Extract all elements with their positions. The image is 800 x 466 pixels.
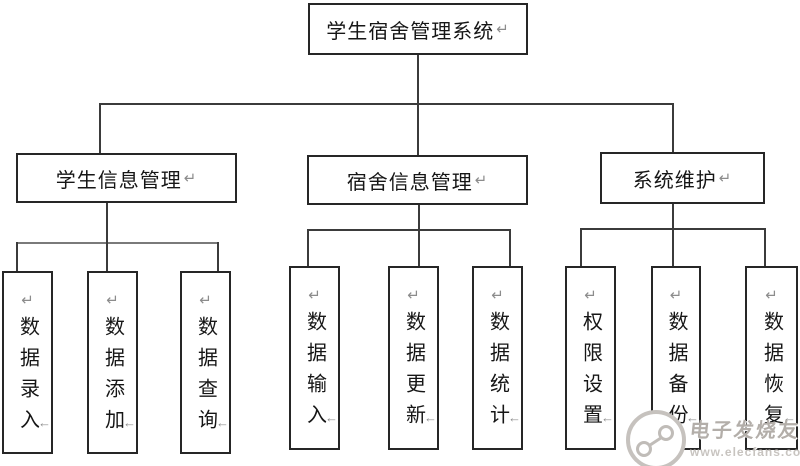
connector-root-vertical (417, 55, 419, 105)
node-label: 数据查询 (194, 316, 217, 440)
node-label: 系统维护 (632, 169, 717, 192)
node-root: 学生宿舍管理系统↵ (308, 3, 528, 55)
connector-branch2-horizontal (307, 229, 511, 231)
line-end-arrow-icon: ← (601, 410, 614, 425)
connector-drop-child8 (672, 228, 674, 266)
connector-branch3-vertical (672, 204, 674, 229)
line-end-arrow-icon: ← (123, 415, 136, 430)
node-label: 权限设置 (579, 311, 602, 435)
paragraph-mark-icon: ↵ (496, 21, 510, 38)
line-end-arrow-icon: ← (424, 410, 437, 425)
watermark-url: www.elecfans.com (690, 445, 800, 459)
node-label: 数据输入 (303, 311, 326, 435)
connector-drop-child1 (16, 242, 18, 272)
paragraph-mark-icon: ↵ (584, 287, 597, 304)
paragraph-mark-icon: ↵ (21, 292, 34, 309)
connector-drop-child6 (509, 229, 511, 266)
connector-drop-child9 (764, 228, 766, 266)
connector-drop-child4 (307, 229, 309, 266)
node-data-input: ↵ 数据输入 ← (289, 266, 340, 450)
connector-main-horizontal (99, 103, 674, 105)
connector-drop-child3 (217, 242, 219, 272)
elecfans-logo-icon (626, 410, 686, 466)
watermark-text: 电子发烧友 www.elecfans.com (688, 414, 800, 459)
line-end-arrow-icon: ← (686, 410, 699, 425)
node-permission-settings: ↵ 权限设置 ← (565, 266, 616, 450)
connector-drop-child5 (418, 229, 420, 266)
paragraph-mark-icon: ↵ (718, 170, 733, 187)
paragraph-mark-icon: ↵ (765, 287, 778, 304)
connector-drop-child2 (106, 242, 108, 272)
line-end-arrow-icon: ← (38, 415, 51, 430)
node-label: 学生宿舍管理系统 (326, 20, 495, 43)
paragraph-mark-icon: ↵ (106, 292, 119, 309)
paragraph-mark-icon: ↵ (669, 287, 683, 304)
node-data-add: ↵ 数据添加 ← (87, 271, 138, 454)
connector-drop-child7 (580, 228, 582, 266)
connector-drop-branch2 (417, 103, 419, 155)
node-label: 数据录入 (16, 316, 39, 440)
node-label: 宿舍信息管理 (346, 171, 473, 194)
paragraph-mark-icon: ↵ (308, 287, 321, 304)
node-label: 学生信息管理 (55, 169, 182, 192)
watermark-brand: 电子发烧友 (688, 420, 800, 442)
node-branch-student-info: 学生信息管理↵ (16, 153, 237, 203)
node-label: 数据更新 (402, 311, 425, 435)
logo-dot (636, 441, 652, 457)
connector-branch1-horizontal (16, 242, 219, 244)
line-end-arrow-icon: ← (508, 410, 521, 425)
node-branch-system-maintenance: 系统维护↵ (600, 152, 765, 204)
node-data-query: ↵ 数据查询 ← (180, 271, 231, 454)
node-data-statistics: ↵ 数据统计 ← (472, 266, 523, 450)
paragraph-mark-icon: ↵ (183, 170, 198, 187)
node-label: 数据备份 (665, 311, 687, 435)
connector-branch1-vertical (106, 203, 108, 243)
watermark: 电子发烧友 www.elecfans.com (626, 410, 800, 466)
paragraph-mark-icon: ↵ (407, 287, 420, 304)
node-data-entry: ↵ 数据录入 ← (2, 271, 53, 454)
node-label: 数据恢复 (760, 311, 783, 435)
line-end-arrow-icon: ← (325, 410, 338, 425)
connector-branch2-vertical (418, 205, 420, 231)
node-label: 数据统计 (486, 311, 509, 435)
line-end-arrow-icon: ← (783, 410, 796, 425)
paragraph-mark-icon: ↵ (491, 287, 504, 304)
line-end-arrow-icon: ← (216, 415, 229, 430)
logo-dot (658, 425, 674, 441)
connector-drop-branch3 (672, 103, 674, 152)
paragraph-mark-icon: ↵ (474, 172, 489, 189)
node-branch-dorm-info: 宿舍信息管理↵ (307, 155, 528, 205)
node-data-restore: ↵ 数据恢复 ← (745, 266, 798, 450)
node-label: 数据添加 (101, 316, 124, 440)
connector-drop-branch1 (99, 103, 101, 153)
node-data-update: ↵ 数据更新 ← (388, 266, 439, 450)
paragraph-mark-icon: ↵ (199, 292, 212, 309)
